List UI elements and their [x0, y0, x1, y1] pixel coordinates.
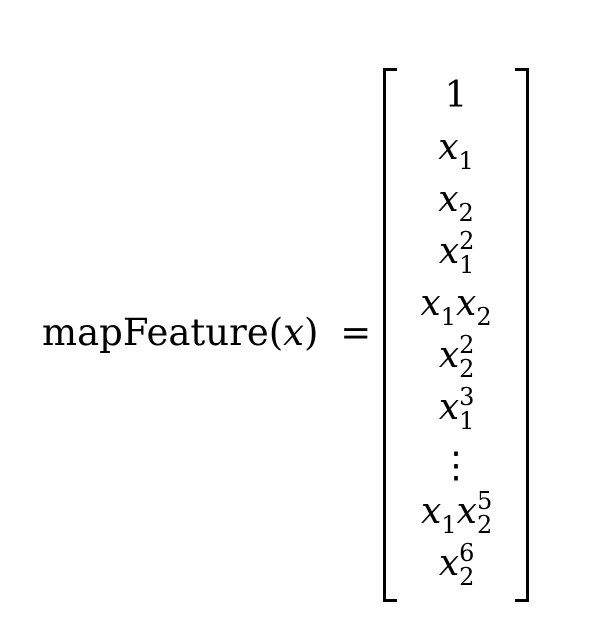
left-bracket	[383, 68, 397, 602]
subscript-6: 2	[459, 355, 475, 383]
vector-entry-1: 1	[397, 76, 515, 116]
vector-entry-8: ⋮	[397, 446, 515, 486]
vector-entry-5: x1x2	[397, 283, 515, 332]
subscript-9-b: 2	[476, 511, 493, 539]
superscript-4: 2	[459, 227, 475, 255]
vertical-ellipsis: ⋮	[438, 445, 474, 486]
subscript-2: 1	[458, 147, 474, 175]
right-bracket	[515, 68, 529, 602]
vector-entry-3: x2	[397, 179, 515, 228]
subscript-4: 1	[459, 251, 475, 279]
subscript-5-b: 2	[476, 303, 492, 331]
variable-9: x	[421, 491, 442, 532]
function-close-paren: )	[304, 311, 319, 354]
subscript-9: 1	[441, 511, 457, 539]
equals-sign: =	[340, 311, 372, 354]
variable-5: x	[420, 283, 441, 324]
variable-3: x	[438, 179, 459, 220]
function-name: mapFeature(	[42, 311, 284, 354]
variable-7: x	[438, 387, 460, 428]
subscript-10: 2	[459, 563, 475, 591]
function-argument: x	[283, 311, 305, 354]
variable-2: x	[438, 127, 459, 168]
vector-entry-2: x1	[397, 127, 515, 176]
variable-9-b: x	[456, 491, 477, 532]
subscript-5: 1	[440, 303, 456, 331]
variable-6: x	[438, 335, 460, 376]
superscript-9-b: 5	[476, 487, 493, 515]
superscript-10: 6	[459, 539, 475, 567]
variable-4: x	[438, 231, 460, 272]
superscript-6: 2	[459, 331, 475, 359]
variable-5-b: x	[456, 283, 477, 324]
subscript-3: 2	[458, 199, 474, 227]
subscript-7: 1	[459, 407, 475, 435]
variable-10: x	[438, 543, 460, 584]
constant-one: 1	[444, 75, 468, 116]
superscript-7: 3	[459, 383, 475, 411]
equation-lhs: mapFeature(x) =	[42, 308, 371, 358]
